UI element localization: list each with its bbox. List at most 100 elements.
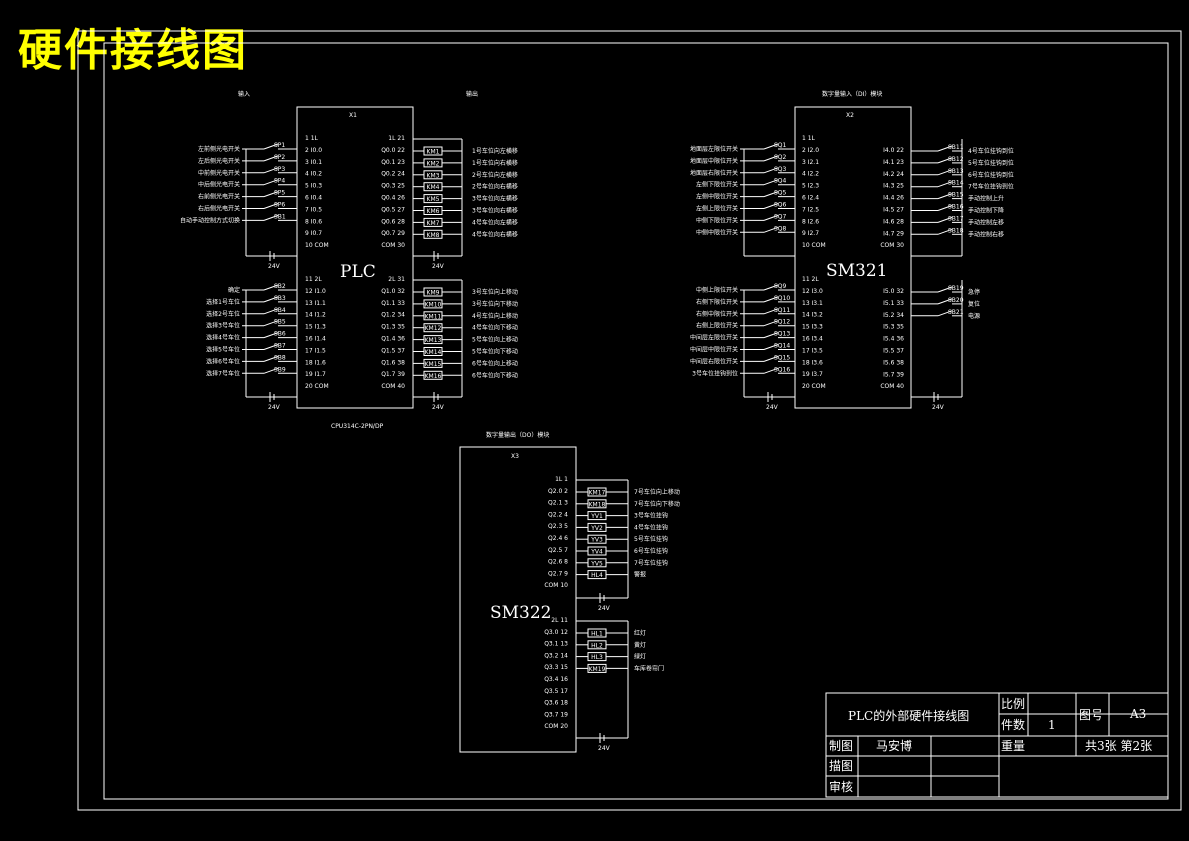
x2-input-label: 3号车位挂钩到位 (692, 369, 738, 377)
tb-drawn-value: 马安博 (876, 738, 912, 753)
switch-id: SB2 (274, 283, 286, 290)
x3-output-label: 绿灯 (634, 653, 646, 661)
x2-input-label: 右侧下限位开关 (696, 298, 738, 306)
x2-module (794, 106, 912, 409)
switch-id: SP2 (274, 154, 285, 161)
x1-output-label: 2号车位向左横移 (472, 171, 518, 179)
x1-module (296, 106, 414, 409)
x2-left-pin: 16 I3.4 (802, 336, 823, 343)
x2-rinput-label: 手动控制下降 (968, 207, 1004, 215)
x1-right-pin: COM 30 (381, 242, 405, 249)
coil-id: KM8 (427, 232, 440, 239)
switch-id: SB7 (274, 343, 286, 350)
x2-input-label: 地面层左限位开关 (690, 145, 738, 153)
x2-left-pin: 15 I3.3 (802, 324, 823, 331)
x3-right-pin: Q2.4 6 (548, 535, 568, 542)
x1-output-label: 4号车位向上移动 (472, 312, 518, 320)
x1-left-pin: 3 I0.1 (305, 159, 322, 166)
tb-sheets: 共3张 第2张 (1085, 739, 1152, 753)
x2-input-label: 左侧下限位开关 (696, 181, 738, 189)
switch-id: SB1 (274, 213, 286, 220)
coil-id: KM5 (427, 196, 440, 203)
x3-right-pin: Q3.4 16 (544, 676, 568, 683)
switch-id: SB17 (948, 215, 964, 222)
switch-id: SQ14 (774, 343, 790, 350)
x1-output-label: 3号车位向右横移 (472, 207, 518, 215)
x2-left-pin: 11 2L (802, 276, 819, 283)
coil-id: KM3 (427, 172, 440, 179)
x2-input-label: 左侧上限位开关 (696, 205, 738, 213)
x1-model: CPU314C-2PN/DP (331, 423, 384, 430)
switch-contact (937, 205, 953, 211)
x2-rinput-label: 手动控制上升 (968, 195, 1004, 203)
x2-left-pin: 10 COM (802, 242, 826, 249)
x2-right-pin: I5.3 35 (883, 324, 904, 331)
section-di: 数字量输入（DI）模块 (822, 90, 882, 98)
x1-battery-d-label: 24V (432, 404, 445, 411)
switch-id: SQ5 (774, 190, 787, 197)
x1-left-pin: 17 I1.5 (305, 347, 326, 354)
x2-rinput-label: 4号车位挂钩到位 (968, 147, 1014, 155)
x1-input-label: 左前侧光电开关 (198, 145, 240, 153)
x3-right-pin: 2L 11 (551, 617, 568, 624)
x3-output-label: 7号车位向下移动 (634, 500, 680, 508)
switch-id: SQ1 (774, 142, 787, 149)
x1-left-pins: 1 1L2 I0.03 I0.14 I0.25 I0.36 I0.47 I0.5… (305, 135, 329, 390)
drawing-title: 硬件接线图 (18, 25, 248, 76)
switch-id: SB5 (274, 319, 286, 326)
coil-id: KM12 (425, 325, 442, 332)
x2-right-pin: I4.1 23 (883, 159, 904, 166)
switch-contact (763, 191, 779, 198)
x2-left-pin: 14 I3.2 (802, 312, 823, 319)
x1-output-label: 4号车位向左横移 (472, 218, 518, 226)
x1-input-label: 右后侧光电开关 (198, 205, 240, 213)
x2-ref: X2 (846, 112, 854, 119)
coil-id: KM17 (589, 490, 606, 497)
switch-contact (937, 298, 953, 305)
x3-right-pins: 1L 1Q2.0 2Q2.1 3Q2.2 4Q2.3 5Q2.4 6Q2.5 7… (544, 476, 568, 730)
switch-contact (263, 203, 279, 209)
x1-right-pin: COM 40 (381, 383, 405, 390)
switch-id: SP3 (274, 166, 285, 173)
switch-id: SP1 (274, 142, 285, 149)
x1-input-label: 选择5号车位 (206, 346, 240, 354)
x3-right-pin: COM 20 (544, 723, 568, 730)
x2-left-pin: 13 I3.1 (802, 300, 823, 307)
x1-input-label: 左后侧光电开关 (198, 157, 240, 165)
switch-contact (263, 332, 279, 339)
coil-id: KM7 (427, 220, 440, 227)
x2-right-pin: I4.7 29 (883, 230, 904, 237)
switch-id: SB13 (948, 168, 964, 175)
x2-left-pin: 19 I3.7 (802, 371, 823, 378)
x1-left-pin: 7 I0.5 (305, 206, 322, 213)
x2-left-pin: 7 I2.5 (802, 206, 819, 213)
switch-id: SB18 (948, 227, 964, 234)
switch-id: SB16 (948, 204, 964, 211)
x2-right-pin: I4.5 27 (883, 207, 904, 214)
x2-right-pin: I5.5 37 (883, 348, 904, 355)
section-input: 输入 (238, 90, 250, 98)
x1-right-pin: Q1.7 39 (381, 371, 405, 378)
section-do: 数字量输出（DO）模块 (486, 431, 549, 439)
x1-left-pin: 2 I0.0 (305, 147, 322, 154)
x1-input-label: 选择1号车位 (206, 298, 240, 306)
switch-contact (763, 226, 779, 233)
x2-rinput-label: 电源 (968, 312, 980, 320)
x2-input-label: 中侧中限位开关 (696, 228, 738, 236)
tb-drawing-no-label: 图号 (1079, 708, 1103, 722)
x1-left-pin: 1 1L (305, 135, 319, 142)
x1-left-pin: 4 I0.2 (305, 171, 322, 178)
switch-contact (937, 157, 953, 164)
x2-right-pin: I4.0 22 (883, 147, 904, 154)
x1-output-label: 2号车位向右横移 (472, 183, 518, 191)
x2-rinput-label: 5号车位挂钩到位 (968, 159, 1014, 167)
switch-contact (763, 167, 779, 174)
x3-module (459, 446, 577, 753)
switch-id: SB6 (274, 331, 286, 338)
switch-id: SP4 (274, 178, 285, 185)
x2-left-pin: 12 I3.0 (802, 288, 823, 295)
switch-contact (263, 143, 279, 150)
x1-left-pin: 12 I1.0 (305, 288, 326, 295)
x1-output-label: 5号车位向下移动 (472, 348, 518, 356)
x1-right-pin: Q0.1 23 (381, 159, 405, 166)
